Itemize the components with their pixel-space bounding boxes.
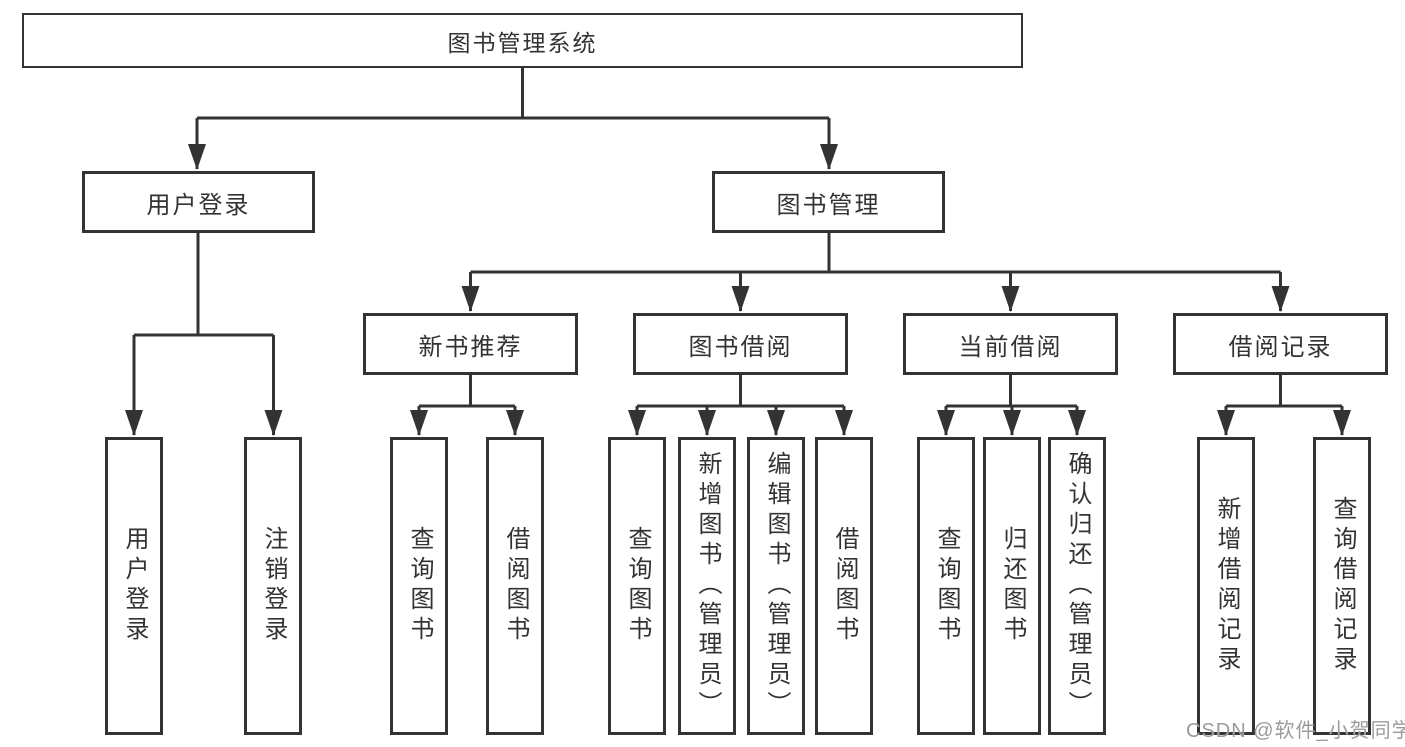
node-user-login: 用户登录 <box>82 171 315 233</box>
csdn-watermark: CSDN @软件_小贺同学 <box>1186 720 1405 742</box>
leaf-current-query-book: 查询图书 <box>917 437 975 735</box>
leaf-recommend-query-book: 查询图书 <box>390 437 448 735</box>
leaf-borrow-book: 借阅图书 <box>815 437 873 735</box>
leaf-edit-book-admin: 编辑图书（管理员） <box>747 437 805 735</box>
leaf-add-book-admin: 新增图书（管理员） <box>678 437 736 735</box>
node-book-borrow: 图书借阅 <box>633 313 848 375</box>
leaf-confirm-return-admin: 确认归还（管理员） <box>1048 437 1106 735</box>
leaf-logout: 注销登录 <box>244 437 302 735</box>
leaf-user-login: 用户登录 <box>105 437 163 735</box>
leaf-add-borrow-record: 新增借阅记录 <box>1197 437 1255 735</box>
leaf-query-borrow-record: 查询借阅记录 <box>1313 437 1371 735</box>
leaf-return-book: 归还图书 <box>983 437 1041 735</box>
node-new-book-recommend: 新书推荐 <box>363 313 578 375</box>
node-book-management: 图书管理 <box>712 171 945 233</box>
leaf-recommend-borrow-book: 借阅图书 <box>486 437 544 735</box>
node-borrow-record: 借阅记录 <box>1173 313 1388 375</box>
node-root-system: 图书管理系统 <box>22 13 1023 68</box>
leaf-borrow-query-book: 查询图书 <box>608 437 666 735</box>
node-current-borrow: 当前借阅 <box>903 313 1118 375</box>
